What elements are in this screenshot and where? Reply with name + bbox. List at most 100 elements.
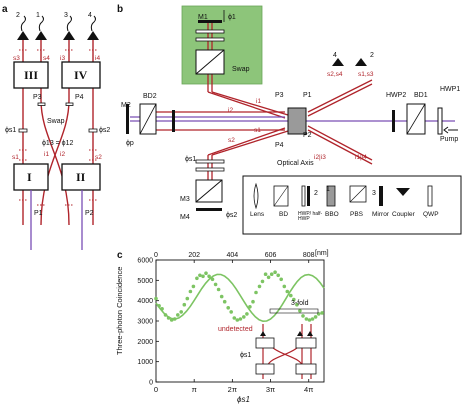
data-point <box>176 313 180 317</box>
mode-label-i3: i3 <box>60 55 66 62</box>
detector-label-1: 1 <box>36 12 40 19</box>
chart-axes <box>155 259 325 383</box>
panel-label-b: b <box>117 4 124 15</box>
data-point <box>169 318 174 322</box>
detector-1-icon <box>35 15 47 40</box>
data-point <box>198 273 202 278</box>
coupler-label-s2s4: s2,s4 <box>327 71 343 78</box>
data-point <box>179 310 183 314</box>
y-axis-label: Three-photon Coincidence <box>115 266 124 355</box>
top-tick-label: 606 <box>265 252 277 259</box>
data-point <box>320 311 324 315</box>
legend-hwp: HWP/ half-HWP <box>298 211 323 222</box>
inset-diagram <box>255 308 319 379</box>
phase-label-phi1: ϕ1 <box>228 14 236 21</box>
pump-label-p2: P2 <box>85 210 94 217</box>
top-tick-label: 0 <box>154 252 158 259</box>
phase-label-s1-b: ϕs1 <box>185 156 197 163</box>
data-point <box>304 317 309 321</box>
crystal-port-p4: P4 <box>275 142 284 149</box>
x-tick-label: 3π <box>266 385 275 394</box>
fit-curve <box>155 273 325 323</box>
data-point <box>232 316 237 320</box>
hwp1-label: HWP1 <box>440 86 461 93</box>
data-point <box>257 284 262 289</box>
mode-label-s2-b: s2 <box>228 137 235 144</box>
detector-label-2: 2 <box>16 12 20 19</box>
data-point <box>216 287 221 292</box>
data-point <box>289 293 293 298</box>
data-point <box>201 274 205 279</box>
mode-label-s1: s1 <box>12 154 19 161</box>
box-III <box>13 61 49 89</box>
data-point <box>242 315 246 319</box>
mirror-m1 <box>198 20 222 23</box>
phase-s2 <box>88 128 98 133</box>
data-point <box>154 296 158 301</box>
coupler-label-2: 2 <box>370 52 374 59</box>
mirror-m4 <box>196 208 222 211</box>
coupler-label-i2i3: i2|i3 <box>314 154 326 161</box>
x-tick-label: 4π <box>304 385 313 394</box>
panel-label-c: c <box>117 250 123 261</box>
legend-mirror: Mirror <box>372 211 389 218</box>
hwp2-label: HWP2 <box>386 92 407 99</box>
coupler-label-s1s3: s1,s3 <box>358 71 374 78</box>
data-point <box>282 284 287 289</box>
data-point <box>160 307 164 311</box>
data-point <box>219 294 224 299</box>
data-point <box>310 317 315 321</box>
fit-line <box>155 273 325 323</box>
box-I <box>13 163 49 191</box>
mode-label-s2: s2 <box>95 154 102 161</box>
legend-bd: BD <box>279 211 289 218</box>
coupler-4-icon <box>332 58 344 66</box>
box-label-IV: IV <box>74 68 88 82</box>
data-point <box>260 279 265 284</box>
box-label-III: III <box>24 68 39 82</box>
mirror-label-m2: M2 <box>121 102 131 109</box>
data-point <box>263 272 268 276</box>
data-point <box>238 317 243 321</box>
phase-label-p4: P4 <box>75 94 84 101</box>
phase-label-s1: ϕs1 <box>5 127 17 134</box>
top-tick-label: 404 <box>227 252 239 259</box>
coupler-label-2b: 2 <box>314 190 318 197</box>
mode-label-s3: s3 <box>13 55 20 62</box>
data-point <box>307 318 312 322</box>
phase-p3 <box>37 102 46 106</box>
crystal-port-p1: P1 <box>303 92 312 99</box>
detector-label-4: 4 <box>88 12 92 19</box>
data-point <box>188 289 193 294</box>
x-tick-label: 0 <box>154 385 158 394</box>
phase-label-s2-b: ϕs2 <box>226 212 238 219</box>
phase-label-phip: ϕp <box>126 140 134 147</box>
phase-s1 <box>18 128 28 133</box>
data-point <box>248 305 252 309</box>
data-point <box>301 314 305 318</box>
bbo-crystal <box>287 107 307 135</box>
legend-pbs: PBS <box>350 211 364 218</box>
y-tick-label: 2000 <box>137 339 153 346</box>
crystal-port-p2: P2 <box>303 132 312 139</box>
y-tick-label: 4000 <box>137 298 153 305</box>
bd1-label: BD1 <box>414 92 428 99</box>
phase-label-p3: P3 <box>33 94 42 101</box>
bd2-label: BD2 <box>143 93 157 100</box>
mode-label-s1-b: s1 <box>254 127 261 134</box>
top-tick-label: 202 <box>188 252 200 259</box>
threefold-label: 3-fold <box>291 300 309 307</box>
box-label-I: I <box>27 170 32 184</box>
phase-p4 <box>65 102 74 106</box>
data-points <box>154 270 324 322</box>
mirror-label-m4: M4 <box>180 214 190 221</box>
panel-label-a: a <box>2 4 8 15</box>
mirror-label-m1: M1 <box>198 14 208 21</box>
data-point <box>185 296 190 301</box>
data-point <box>157 304 161 308</box>
data-point <box>245 312 249 316</box>
y-tick-label: 1000 <box>137 359 153 366</box>
data-point <box>292 297 296 302</box>
detector-4-icon <box>87 15 99 40</box>
mirror-label-m3: M3 <box>180 196 190 203</box>
